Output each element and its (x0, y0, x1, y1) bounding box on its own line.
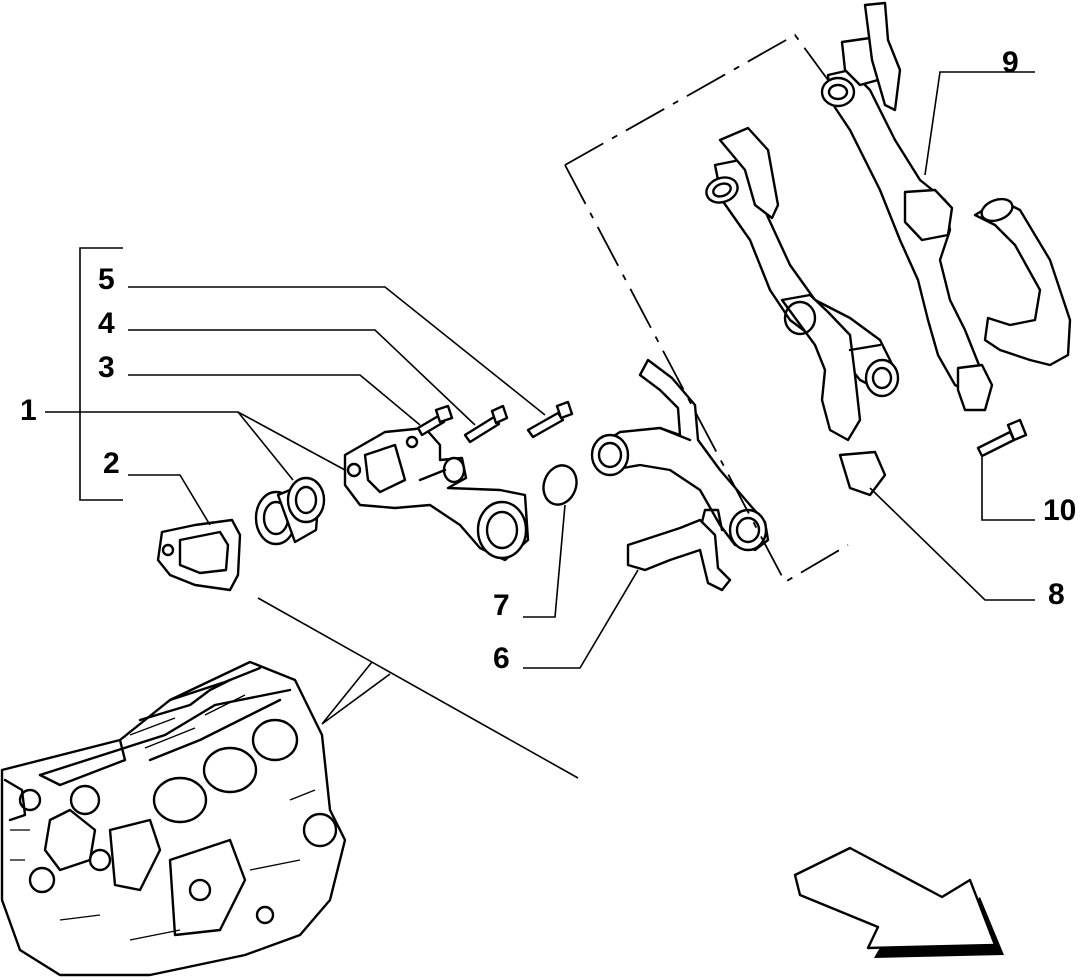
upper-pipe (820, 1, 1072, 412)
callout-1: 1 (20, 394, 37, 427)
thermostat-housing (343, 426, 530, 562)
thermostat-plug (254, 476, 326, 546)
callout-8: 8 (1048, 578, 1065, 611)
y-pipe (590, 358, 770, 592)
callout-9: 9 (1002, 46, 1019, 79)
callout-6: 6 (493, 642, 510, 675)
block-leader (257, 597, 579, 779)
bolt-3 (416, 404, 454, 437)
bolt-5 (526, 400, 574, 439)
callout-4: 4 (98, 307, 115, 340)
callout-7: 7 (493, 589, 510, 622)
block-leader-arrow (321, 661, 391, 725)
leader-lines (45, 71, 1035, 669)
callout-3: 3 (98, 351, 115, 384)
callout-5: 5 (98, 263, 115, 296)
callout-10: 10 (1043, 494, 1076, 527)
engine-block (0, 660, 347, 977)
bolt-4 (463, 404, 509, 444)
direction-arrow-icon (793, 846, 1004, 958)
metal-pipe (705, 126, 900, 497)
o-ring (542, 464, 578, 506)
pipe-group-box (564, 33, 851, 584)
callout-2: 2 (103, 447, 120, 480)
gasket (156, 518, 242, 592)
bolt-10 (976, 418, 1028, 458)
